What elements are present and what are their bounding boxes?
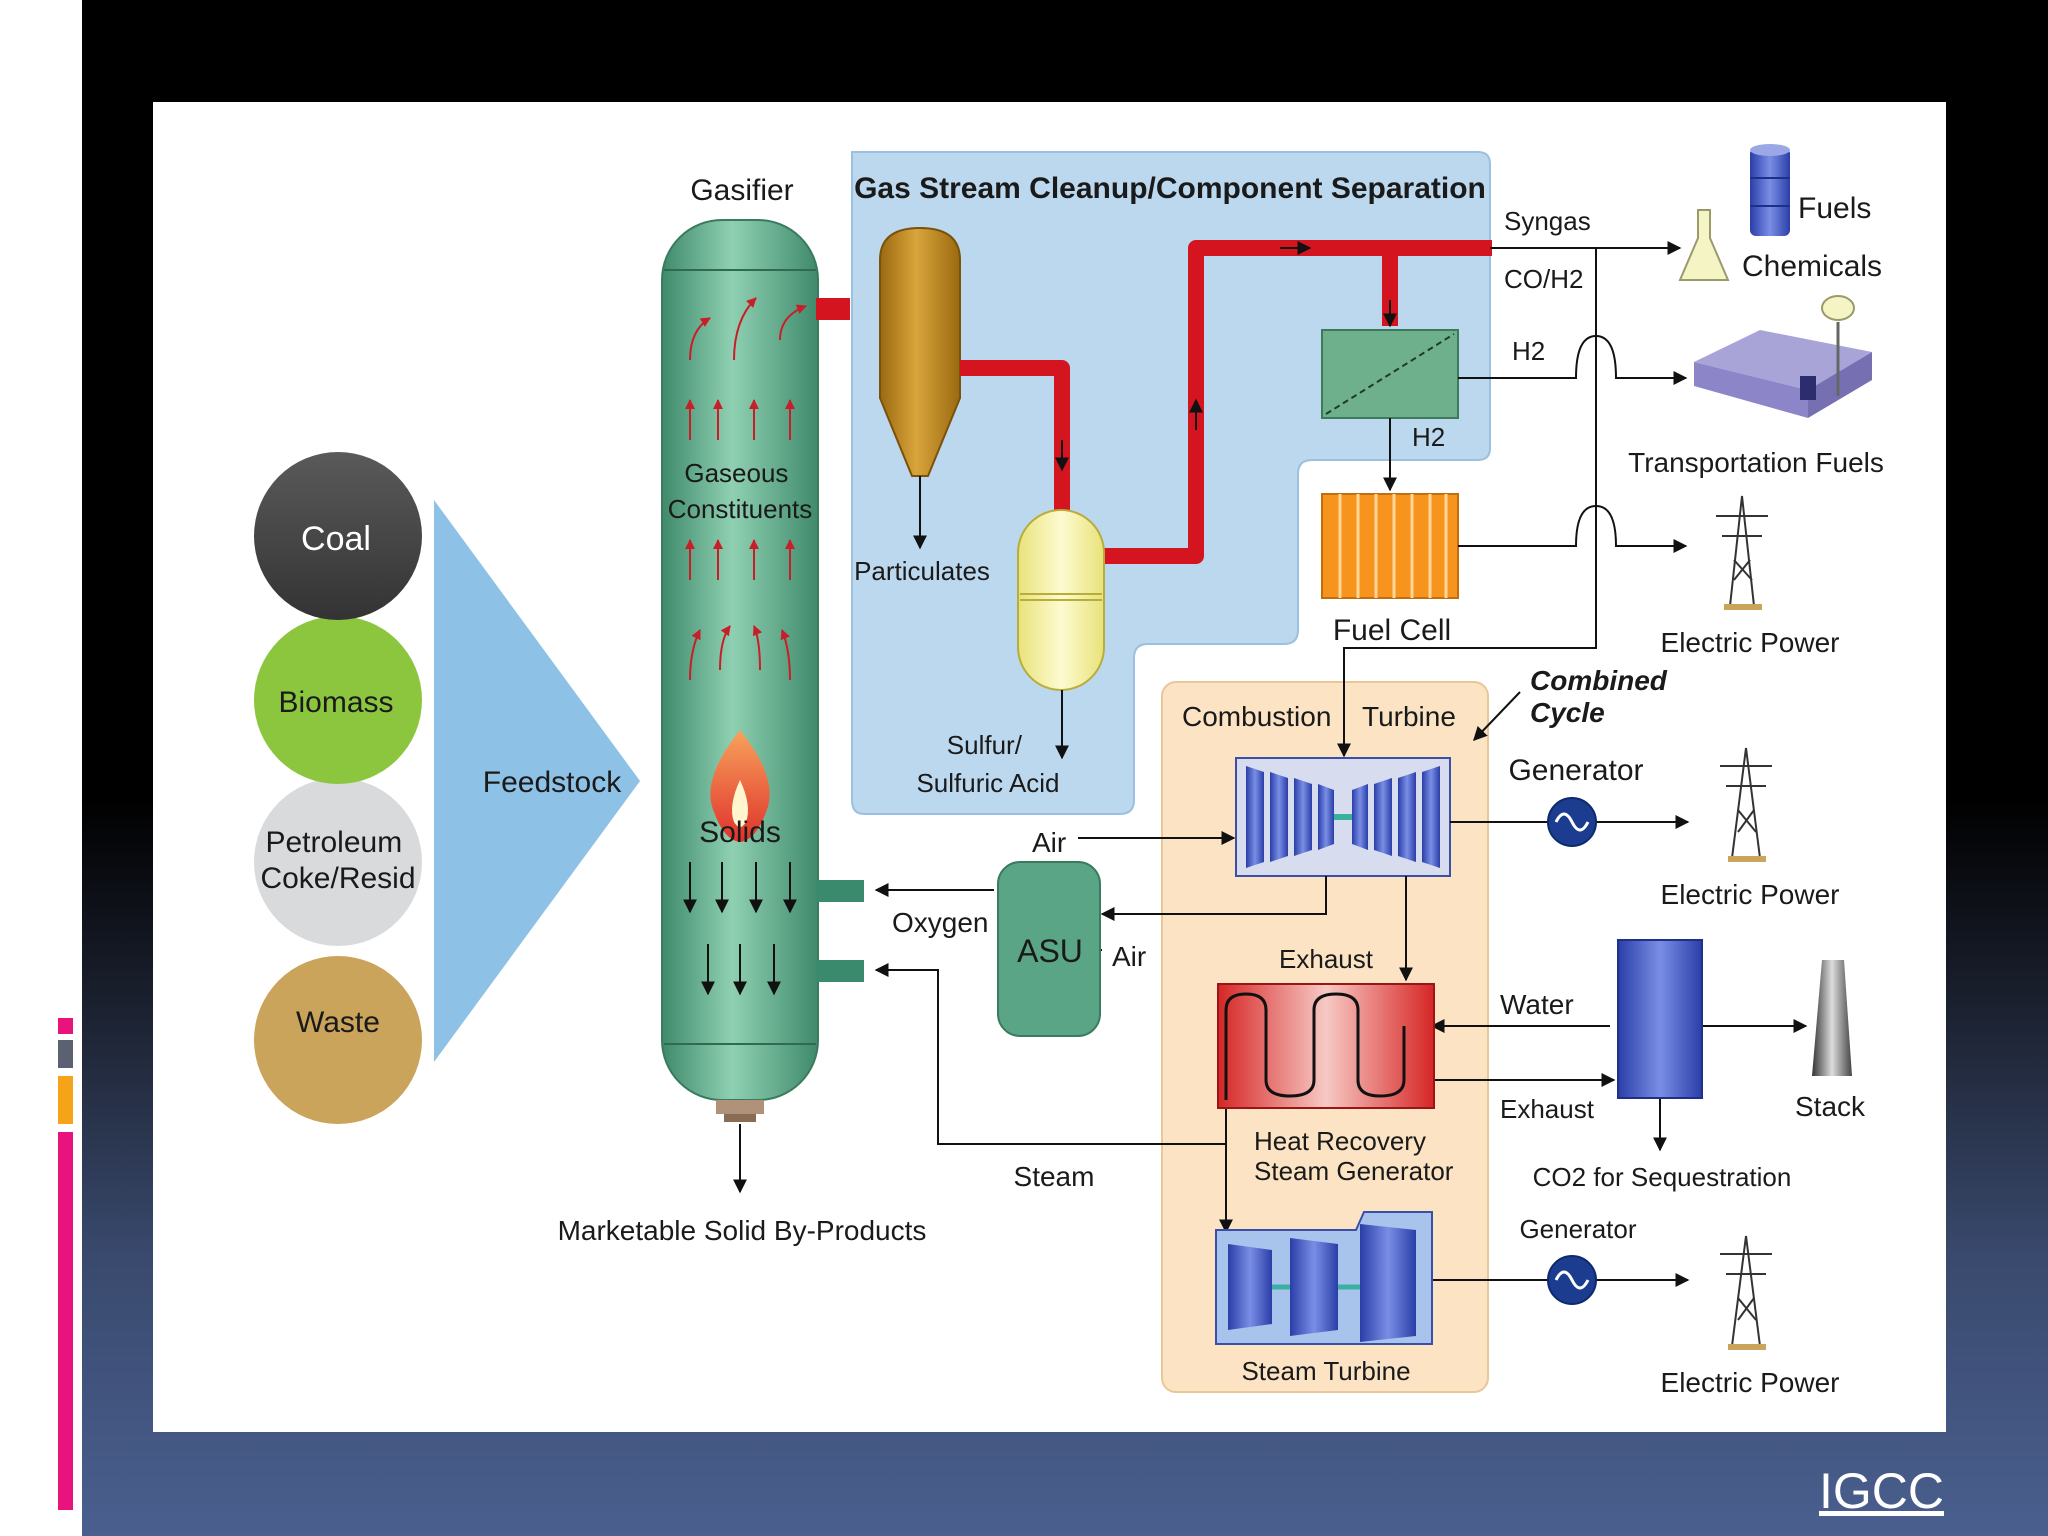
solids-label: Solids [699, 816, 781, 849]
h2-label: H2 [1512, 336, 1545, 366]
transportation-label: Transportation Fuels [1628, 447, 1884, 478]
power-tower-2-icon [1720, 747, 1772, 862]
combined-cycle-flows [874, 815, 1808, 1287]
asu-unit [997, 861, 1101, 1037]
left-accent-bars [58, 1018, 73, 1510]
cyclone-separator [879, 226, 961, 550]
combined-cycle-label-line2: Cycle [1530, 697, 1605, 728]
air-label: Air [1032, 827, 1066, 858]
combined-cycle-label-line1: Combined [1530, 665, 1668, 696]
feedstock-label: Feedstock [483, 766, 622, 799]
power-tower-3-icon [1720, 1235, 1772, 1350]
sulfur-removal-vessel [1017, 509, 1105, 760]
coal-circle [254, 452, 422, 620]
electric-power-label-1: Electric Power [1661, 627, 1840, 658]
biomass-circle [254, 616, 422, 784]
sulfur-label-line1: Sulfur/ [947, 730, 1023, 760]
sulfur-label: Sulfur/ Sulfuric Acid [916, 730, 1059, 798]
generator-2-label: Generator [1519, 1214, 1636, 1244]
byproducts-label: Marketable Solid By-Products [558, 1215, 927, 1246]
combustion-label: Combustion [1182, 701, 1331, 732]
biomass-label: Biomass [278, 686, 393, 719]
feedstock-triangle [434, 500, 640, 1062]
chemicals-label: Chemicals [1742, 250, 1882, 283]
pipe-direction-arrows [1055, 241, 1397, 472]
electric-power-label-3: Electric Power [1661, 1367, 1840, 1398]
stack-icon [1812, 960, 1852, 1076]
gasifier-title: Gasifier [690, 174, 793, 207]
water-label: Water [1500, 989, 1574, 1020]
petroleum-label: Petroleum Coke/Resid [260, 826, 415, 895]
co2-label: CO2 for Sequestration [1533, 1162, 1792, 1192]
gasifier-vessel [661, 219, 864, 1122]
chemical-flask-icon [1678, 209, 1730, 281]
generator-icon [1547, 797, 1597, 847]
coh2-label: CO/H2 [1504, 264, 1583, 294]
petroleum-label-line1: Petroleum [265, 826, 402, 859]
co2-tank [1617, 939, 1703, 1099]
air-right-label: Air [1112, 941, 1146, 972]
oxygen-label: Oxygen [892, 907, 989, 938]
hrsg-label-line2: Steam Generator [1254, 1156, 1454, 1186]
particulates-label: Particulates [854, 556, 990, 586]
exhaust-label: Exhaust [1279, 944, 1374, 974]
petroleum-label-line2: Coke/Resid [260, 862, 415, 895]
slide-window-icon [46, 150, 80, 234]
hrsg-unit [1217, 983, 1435, 1109]
gas-turbine [1235, 757, 1451, 877]
gas-flow-arrows [685, 297, 807, 681]
gas-station-icon [1694, 295, 1872, 418]
steam-label: Steam [1014, 1161, 1095, 1192]
gaseous-label: Gaseous Constituents [668, 458, 813, 524]
steam-turbine-unit [1215, 1211, 1433, 1345]
electric-power-label-2: Electric Power [1661, 879, 1840, 910]
sulfur-label-line2: Sulfuric Acid [916, 768, 1059, 798]
gaseous-label-line1: Gaseous [684, 458, 788, 488]
generator-label: Generator [1508, 754, 1643, 787]
fuel-barrel-icon [1750, 144, 1790, 236]
power-tower-icon [1716, 495, 1768, 610]
output-lines [1337, 241, 1688, 758]
fuel-cell-unit [1321, 493, 1459, 599]
combined-cycle-pointer [1473, 691, 1521, 742]
generator-2-icon [1547, 1255, 1597, 1305]
steam-turbine-label: Steam Turbine [1241, 1356, 1410, 1386]
turbine-label: Turbine [1362, 701, 1456, 732]
solids-flow-arrows [683, 862, 797, 1194]
fuel-cell-label: Fuel Cell [1333, 614, 1451, 647]
petroleum-circle [254, 778, 422, 946]
hrsg-label: Heat Recovery Steam Generator [1254, 1126, 1454, 1186]
exhaust-2-label: Exhaust [1500, 1094, 1595, 1124]
stack-label: Stack [1795, 1091, 1866, 1122]
membrane-separator [1321, 329, 1459, 492]
asu-label: ASU [1017, 933, 1083, 969]
slide-title-link[interactable]: IGCC [1819, 1463, 1944, 1519]
gaseous-label-line2: Constituents [668, 494, 813, 524]
fuels-label: Fuels [1798, 192, 1871, 225]
waste-circle [254, 956, 422, 1124]
combined-cycle-label: Combined Cycle [1530, 665, 1675, 728]
hrsg-label-line1: Heat Recovery [1254, 1126, 1426, 1156]
syngas-label: Syngas [1504, 206, 1591, 236]
cleanup-title: Gas Stream Cleanup/Component Separation [854, 172, 1486, 205]
gas-cleanup-area [851, 151, 1491, 815]
waste-label: Waste [296, 1006, 380, 1039]
coal-label: Coal [301, 520, 371, 558]
h2-lower-label: H2 [1412, 422, 1445, 452]
